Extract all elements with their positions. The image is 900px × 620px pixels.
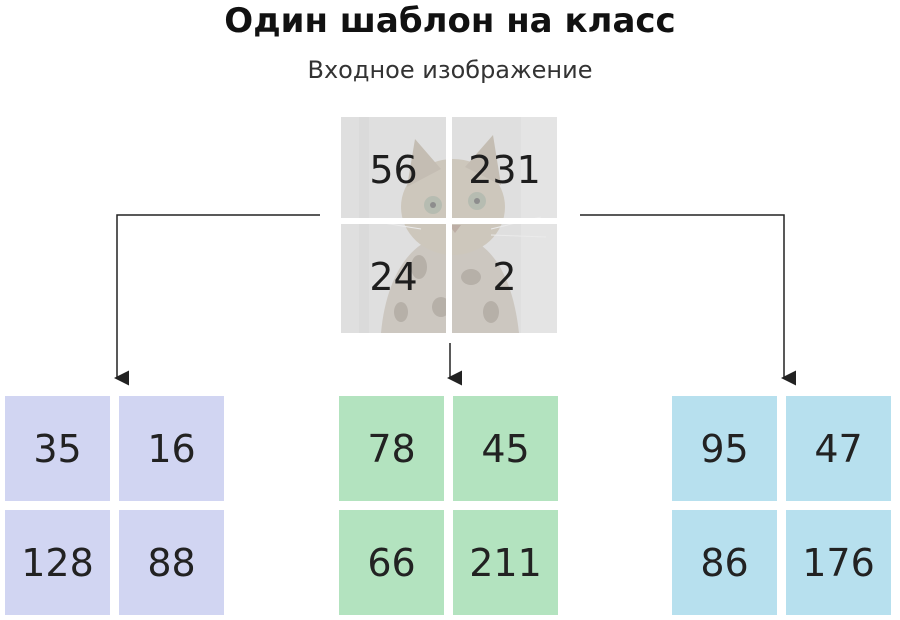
input-pixel-grid: 56 231 24 2: [341, 117, 557, 333]
template-value: 211: [453, 510, 558, 615]
template-value: 86: [672, 510, 777, 615]
template-value: 66: [339, 510, 444, 615]
template-value: 35: [5, 396, 110, 501]
diagram-title: Один шаблон на класс: [224, 1, 676, 41]
cat-photo: [341, 117, 557, 333]
template-value: 78: [339, 396, 444, 501]
arrow-to-blue-template: [580, 214, 796, 386]
template-value: 88: [119, 510, 224, 615]
template-value: 47: [786, 396, 891, 501]
input-image-caption: Входное изображение: [307, 56, 593, 84]
template-value: 95: [672, 396, 777, 501]
template-value: 176: [786, 510, 891, 615]
template-purple: 35 16 128 88: [5, 396, 229, 620]
template-value: 16: [119, 396, 224, 501]
template-blue: 95 47 86 176: [672, 396, 896, 620]
arrow-to-purple-template: [114, 214, 320, 386]
template-green: 78 45 66 211: [339, 396, 563, 620]
input-pixel-value: 56: [369, 147, 418, 192]
template-value: 128: [5, 510, 110, 615]
template-value: 45: [453, 396, 558, 501]
input-pixel-value: 231: [468, 147, 541, 192]
input-pixel-value: 24: [369, 254, 418, 299]
input-pixel-value: 2: [492, 254, 517, 299]
